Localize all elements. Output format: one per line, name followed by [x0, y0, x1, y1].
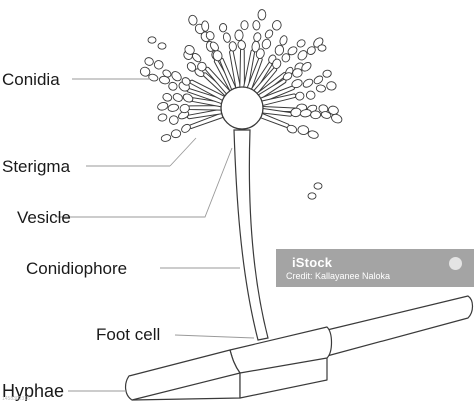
- conidium: [181, 77, 191, 86]
- conidium: [153, 60, 164, 70]
- conidium: [295, 91, 305, 101]
- conidium: [222, 32, 231, 43]
- conidium: [320, 111, 332, 119]
- conidium: [252, 20, 261, 31]
- watermark-dot-icon: [449, 257, 462, 270]
- conidium: [201, 20, 210, 32]
- conidium: [162, 69, 172, 78]
- vesicle: [220, 86, 264, 130]
- conidium: [157, 102, 169, 111]
- conidium: [301, 62, 312, 72]
- conidium: [181, 123, 191, 133]
- conidium: [296, 39, 306, 48]
- conidium: [171, 71, 182, 82]
- conidium: [286, 124, 298, 134]
- conidium: [297, 125, 310, 135]
- conidium: [234, 29, 244, 42]
- conidium: [160, 134, 172, 142]
- leader-foot-cell: [174, 334, 255, 339]
- conidium: [168, 115, 179, 125]
- conidium: [157, 113, 168, 122]
- label-foot-cell: Foot cell: [96, 325, 161, 344]
- label-conidia: Conidia: [2, 70, 60, 89]
- conidium: [315, 84, 326, 93]
- conidium: [139, 66, 151, 77]
- conidium: [307, 130, 319, 139]
- conidium: [302, 78, 314, 88]
- conidium: [148, 73, 159, 82]
- conidium: [144, 57, 154, 66]
- conidium: [322, 69, 332, 78]
- conidium: [255, 48, 265, 59]
- label-hyphae: Hyphae: [2, 381, 65, 401]
- conidium: [188, 14, 198, 26]
- conidium: [291, 79, 303, 89]
- conidium: [168, 81, 178, 91]
- conidium: [317, 44, 327, 52]
- conidium: [179, 103, 190, 114]
- conidium: [182, 93, 194, 103]
- conidium: [192, 52, 202, 63]
- conidium: [272, 58, 282, 69]
- watermark-credit: Credit: Kallayanee Naloka: [286, 271, 391, 281]
- conidium: [184, 44, 195, 55]
- leader-lines: [55, 78, 255, 392]
- label-vesicle: Vesicle: [17, 208, 71, 227]
- conidium: [186, 62, 197, 72]
- conidium: [292, 68, 303, 78]
- conidium: [147, 36, 157, 44]
- label-sterigma: Sterigma: [2, 157, 71, 176]
- conidium: [271, 20, 282, 31]
- conidium: [167, 103, 179, 112]
- conidium: [253, 32, 262, 42]
- conidium: [331, 113, 343, 124]
- conidium: [307, 192, 317, 200]
- conidium: [282, 72, 293, 81]
- leader-sterigma-diag: [169, 137, 197, 167]
- conidium: [205, 31, 215, 41]
- conidium: [274, 44, 285, 56]
- conidium: [261, 38, 272, 50]
- conidium: [228, 41, 237, 52]
- sterigma: [239, 48, 245, 88]
- conidium: [257, 9, 267, 21]
- conidium: [162, 93, 173, 102]
- conidium: [279, 35, 288, 46]
- conidium: [313, 75, 324, 85]
- conidium: [240, 20, 249, 31]
- watermark-logo: iStock: [292, 255, 333, 270]
- conidium: [306, 46, 316, 55]
- stock-watermark: iStock Credit: Kallayanee Naloka: [276, 249, 474, 287]
- conidium: [237, 40, 246, 50]
- conidium: [209, 41, 219, 52]
- conidium: [305, 90, 316, 100]
- watermark-corner-id: 1458302316: [2, 396, 30, 402]
- leader-vesicle: [55, 147, 233, 218]
- conidium: [326, 81, 337, 91]
- conidium: [264, 29, 274, 39]
- conidium: [313, 182, 323, 190]
- hyphae-filament: [125, 295, 474, 401]
- conidium: [157, 42, 167, 50]
- conidium: [172, 93, 183, 102]
- conidium: [219, 23, 228, 33]
- conidium: [297, 50, 308, 61]
- conidiophore-stalk: [233, 129, 269, 341]
- conidium: [287, 46, 298, 56]
- conidium: [281, 53, 291, 63]
- label-conidiophore: Conidiophore: [26, 259, 128, 278]
- conidium: [170, 129, 182, 139]
- conidium: [197, 61, 207, 72]
- conidia-chains: [139, 9, 343, 200]
- conidium: [327, 105, 339, 115]
- conidium: [310, 110, 322, 120]
